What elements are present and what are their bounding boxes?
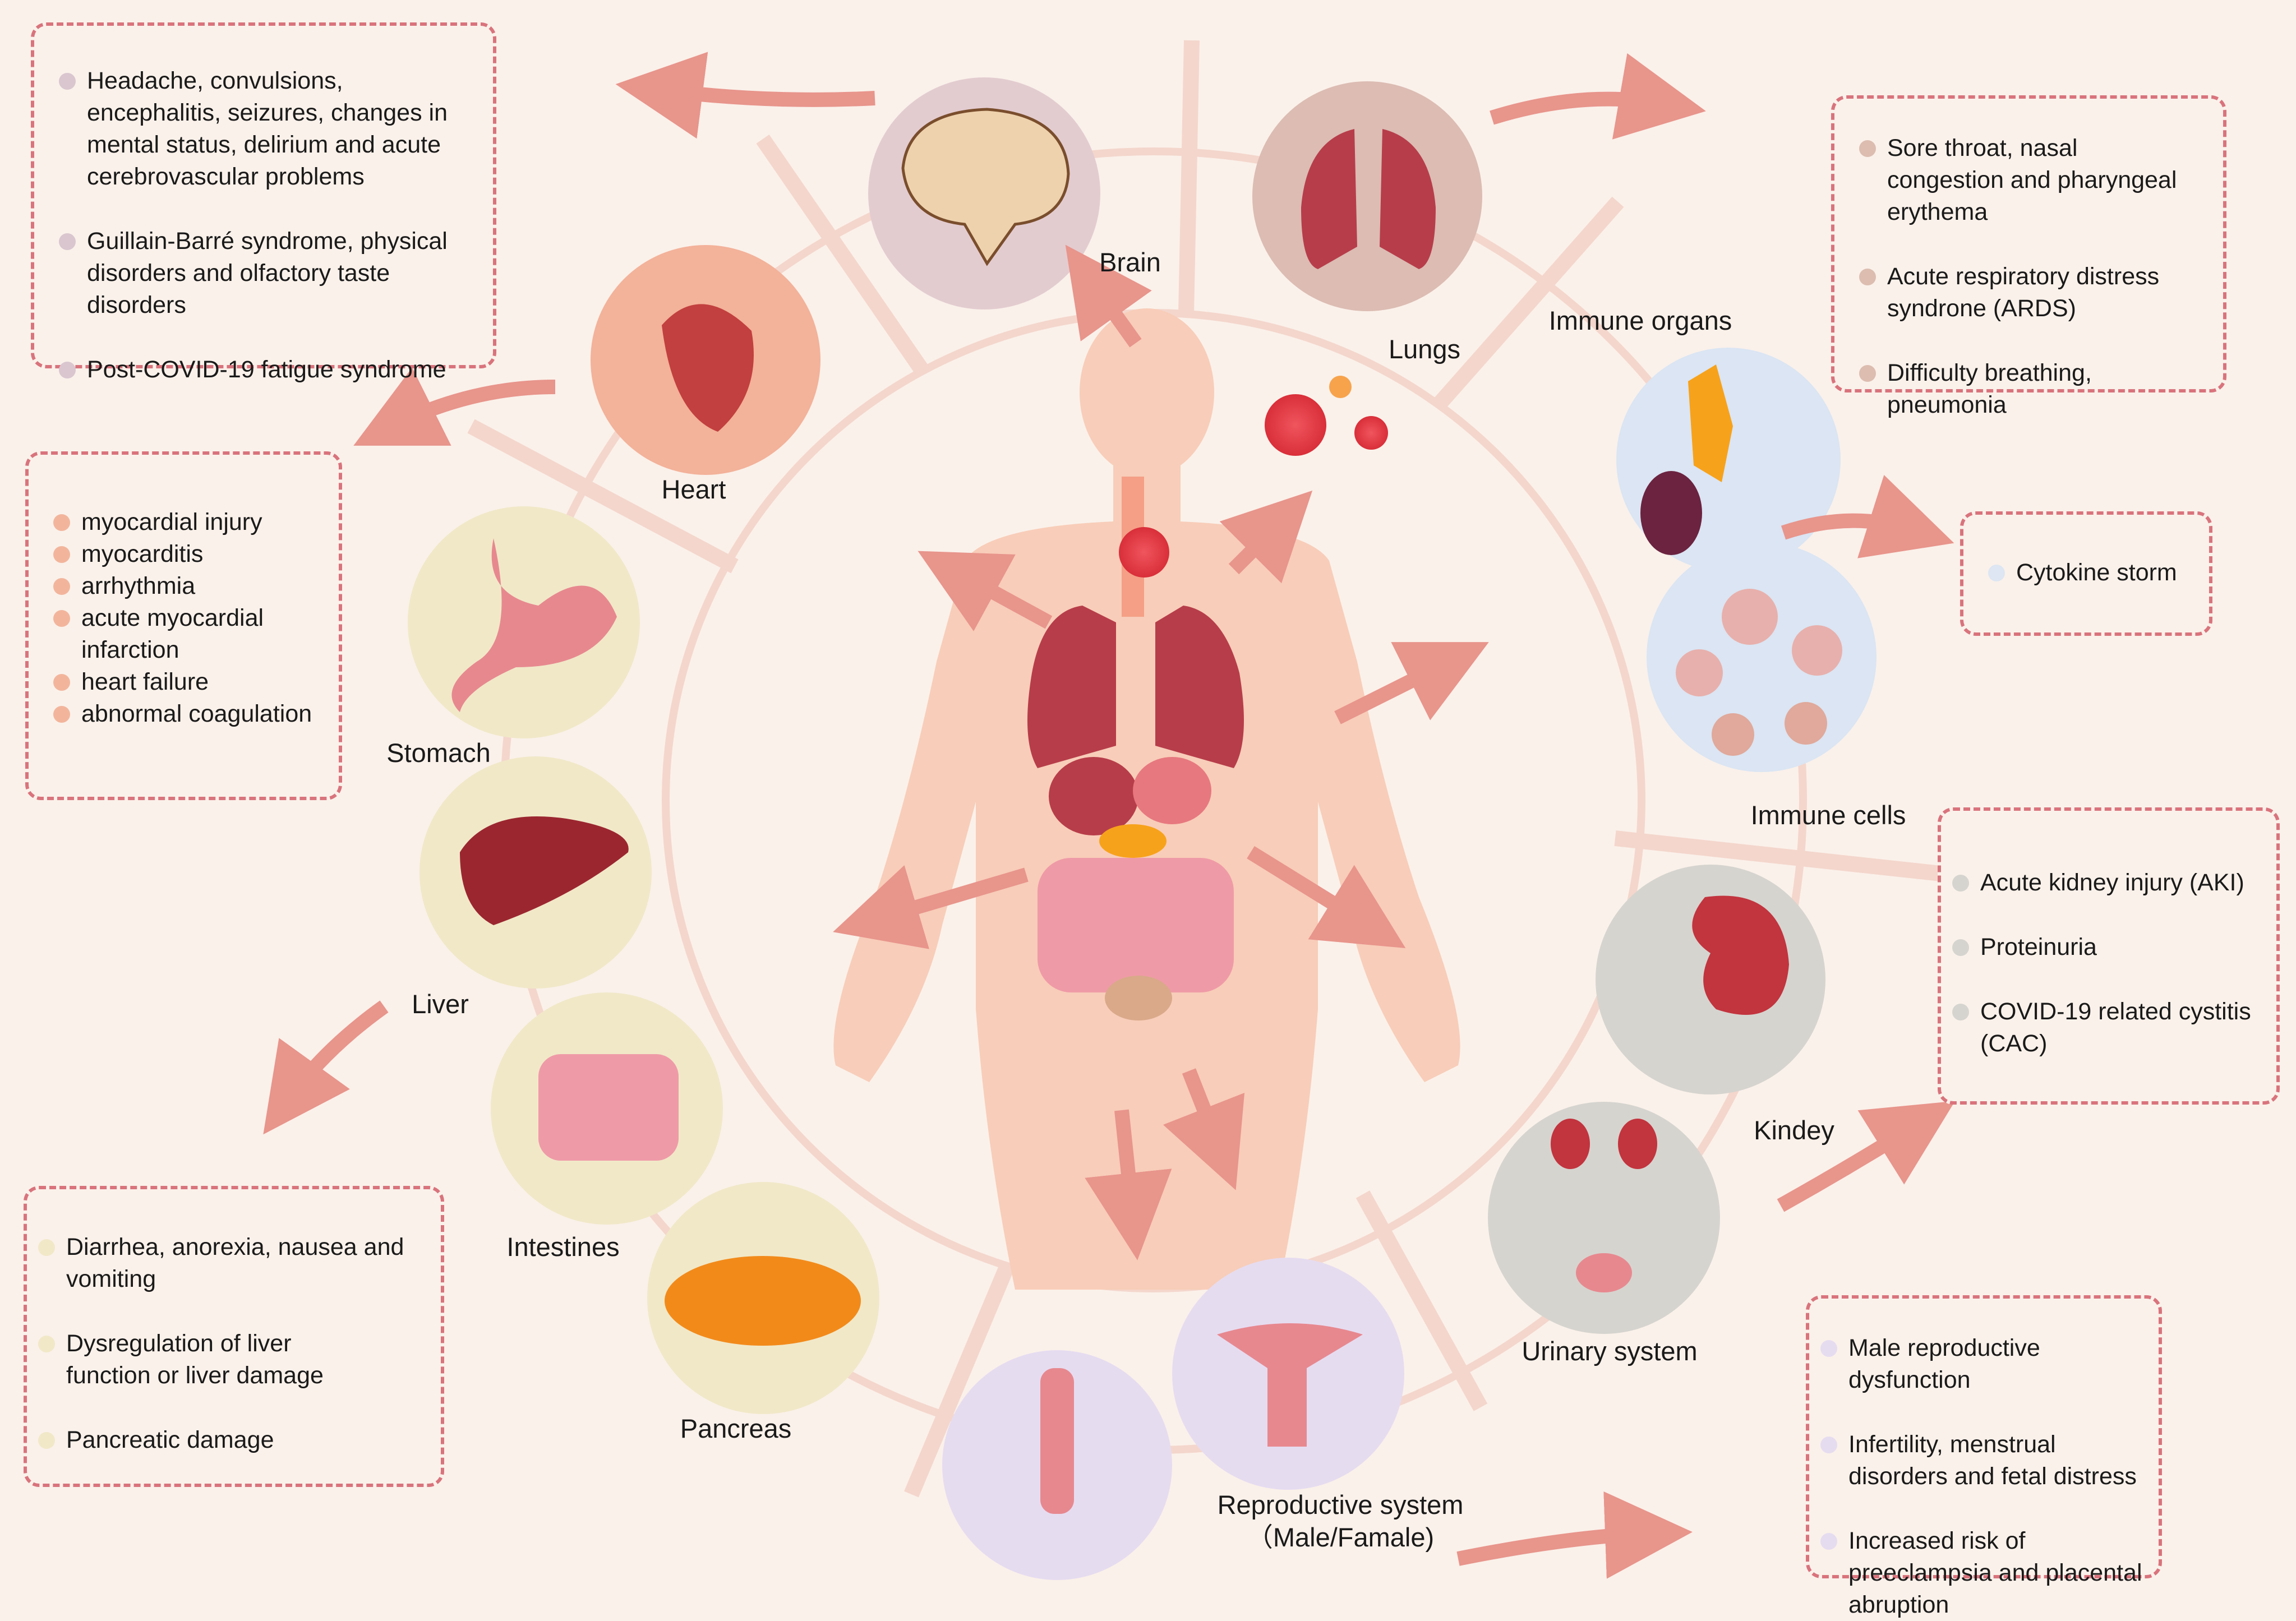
reproductive-symptoms-box: Male reproductive dysfunction Infertilit… xyxy=(1806,1295,2162,1618)
spleen-illustration xyxy=(1640,471,1702,555)
ring-divider xyxy=(756,135,929,375)
female-reproductive-illustration xyxy=(1217,1323,1363,1447)
label-urinary-system: Urinary system xyxy=(1522,1336,1698,1366)
digestive-symptoms-box: Diarrhea, anorexia, nausea and vomiting … xyxy=(24,1186,444,1487)
ring-divider xyxy=(1178,40,1200,315)
digestive-symptom-item: Diarrhea, anorexia, nausea and vomiting xyxy=(38,1231,436,1295)
arrow-to-urinary xyxy=(1163,1068,1245,1190)
arrows xyxy=(263,52,1956,1579)
brain-symptom-item: Guillain-Barré syndrome, physical disord… xyxy=(59,225,471,321)
immune-symptoms-box: Cytokine storm xyxy=(1960,511,2212,636)
immune-symptom-item: Cytokine storm xyxy=(1988,557,2187,589)
arrow-digestive-symptoms xyxy=(263,1000,389,1135)
heart-symptom-item: myocardial injury xyxy=(53,506,316,538)
label-kidney: Kindey xyxy=(1754,1115,1834,1145)
arrow-to-heart xyxy=(918,551,1053,631)
arrow-to-lungs xyxy=(1219,490,1313,584)
pancreas-illustration xyxy=(665,1256,861,1346)
reproductive-symptom-item: Male reproductive dysfunction xyxy=(1820,1332,2154,1396)
label-reproductive-line2: （Male/Famale) xyxy=(1246,1522,1435,1552)
label-reproductive-line1: Reproductive system xyxy=(1217,1490,1464,1520)
intestines-illustration xyxy=(538,1054,679,1161)
label-brain: Brain xyxy=(1099,247,1161,277)
brain-symptoms-box: Headache, convulsions, encephalitis, sei… xyxy=(31,22,496,383)
arrow-to-immune xyxy=(1334,642,1489,724)
arrow-heart-symptoms xyxy=(353,367,556,446)
digestive-symptom-item: Dysregulation of liver function or liver… xyxy=(38,1328,380,1392)
label-immune-organs: Immune organs xyxy=(1548,306,1732,335)
bladder-illustration xyxy=(1576,1253,1632,1292)
kidney-symptoms-box: Acute kidney injury (AKI) Proteinuria CO… xyxy=(1938,807,2280,1105)
heart-symptom-item: heart failure xyxy=(53,666,316,698)
label-lungs: Lungs xyxy=(1388,334,1461,364)
urinary-circle xyxy=(1488,1102,1720,1334)
arrow-kidney-symptoms xyxy=(1777,1101,1956,1212)
arrow-immune-symptoms xyxy=(1781,475,1954,558)
lungs-illustration-left xyxy=(1301,129,1357,269)
liver-illustration xyxy=(460,816,629,925)
thymus-illustration xyxy=(1688,364,1733,482)
ring-divider xyxy=(1614,830,1978,885)
label-immune-cells: Immune cells xyxy=(1750,800,1906,830)
label-stomach: Stomach xyxy=(386,738,491,768)
male-reproductive-illustration xyxy=(1040,1368,1074,1514)
organ-circles xyxy=(408,77,1877,1580)
arrow-brain-symptoms xyxy=(615,52,875,139)
lungs-illustration-right xyxy=(1380,129,1436,269)
heart-symptom-item: abnormal coagulation xyxy=(53,698,316,730)
kidney-illustration xyxy=(1692,895,1789,1015)
heart-illustration xyxy=(662,304,754,432)
lungs-symptom-item: Acute respiratory distress syndrone (ARD… xyxy=(1859,261,2201,325)
ring-divider xyxy=(904,1264,1014,1498)
arrow-reproductive-symptoms xyxy=(1456,1491,1693,1579)
stomach-illustration xyxy=(451,538,617,712)
label-pancreas: Pancreas xyxy=(680,1414,792,1443)
kidney-symptom-item: COVID-19 related cystitis (CAC) xyxy=(1952,996,2272,1060)
arrow-to-kidney xyxy=(1247,846,1406,949)
digestive-symptom-item: Pancreatic damage xyxy=(38,1424,436,1456)
label-liver: Liver xyxy=(412,989,469,1019)
lungs-circle xyxy=(1252,81,1482,311)
brain-symptom-item: Headache, convulsions, encephalitis, sei… xyxy=(59,65,471,193)
kidney-symptom-item: Acute kidney injury (AKI) xyxy=(1952,867,2272,899)
virus-particles xyxy=(1119,376,1388,578)
arrow-to-digestive xyxy=(833,865,1029,949)
immune-cells-circle xyxy=(1647,542,1877,772)
heart-symptom-item: arrhythmia xyxy=(53,570,316,602)
brain-symptom-item: Post-COVID-19 fatigue syndrome xyxy=(59,354,471,386)
ring-divider xyxy=(1356,1190,1488,1411)
lungs-symptom-item: Sore throat, nasal congestion and pharyn… xyxy=(1859,132,2201,228)
label-intestines: Intestines xyxy=(506,1232,620,1262)
reproductive-symptom-item: Increased risk of preeclampsia and place… xyxy=(1820,1525,2154,1621)
ring-divider xyxy=(1432,196,1624,410)
body-digestive xyxy=(1038,757,1234,1020)
label-heart: Heart xyxy=(661,474,726,504)
heart-symptoms-box: myocardial injury myocarditis arrhythmia… xyxy=(25,451,342,800)
arrow-to-reproductive xyxy=(1085,1109,1172,1260)
arrow-to-brain xyxy=(1065,244,1152,348)
kidney-symptom-item: Proteinuria xyxy=(1952,931,2272,963)
heart-symptom-item: myocarditis xyxy=(53,538,316,570)
brain-illustration xyxy=(901,108,1070,266)
label-reproductive-system: Reproductive system （Male/Famale) xyxy=(1218,1489,1464,1554)
lungs-symptom-item: Difficulty breathing, pneumonia xyxy=(1859,357,2201,421)
lungs-symptoms-box: Sore throat, nasal congestion and pharyn… xyxy=(1831,95,2226,418)
reproductive-symptom-item: Infertility, menstrual disorders and fet… xyxy=(1820,1429,2154,1493)
heart-symptom-item: acute myocardial infarction xyxy=(53,602,316,666)
ring-divider xyxy=(467,419,739,574)
arrow-lungs-symptoms xyxy=(1490,53,1706,140)
